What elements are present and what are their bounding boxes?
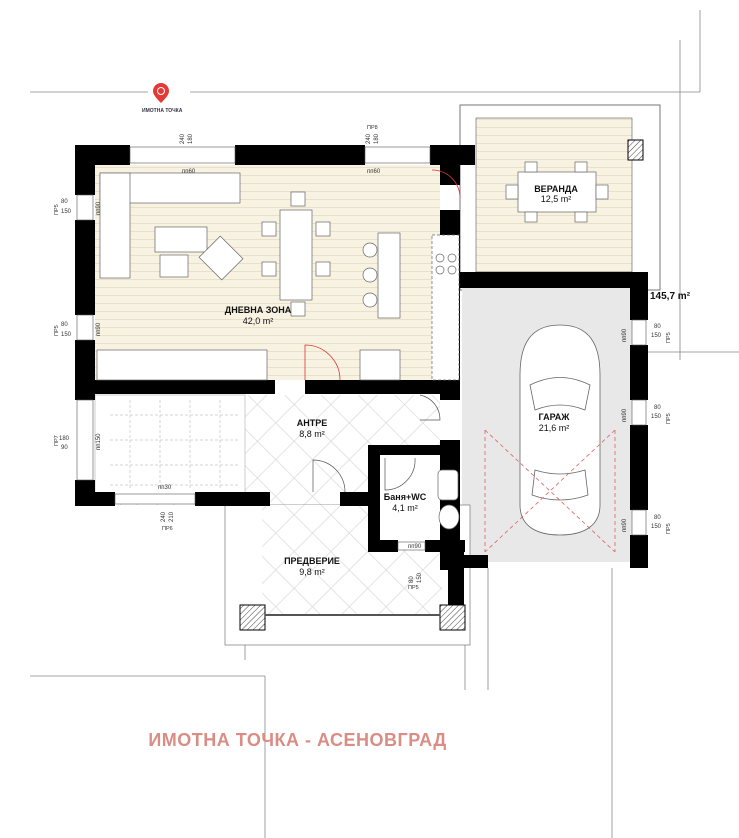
window-label: ПР5 bbox=[408, 585, 419, 591]
room-name-entrance: АНТРЕ bbox=[297, 418, 328, 428]
window-label: ПР6 bbox=[162, 526, 173, 532]
window-annotations: пп60 пп60 ПР8 240 180 240 180 ПР5 80 150… bbox=[54, 125, 672, 591]
sink bbox=[437, 469, 459, 501]
footer-watermark: ИМОТНА ТОЧКА - АСЕНОВГРАД bbox=[148, 730, 447, 750]
window-dim: 150 bbox=[651, 524, 662, 530]
armchair bbox=[198, 235, 244, 281]
doors bbox=[304, 169, 461, 381]
ottoman bbox=[159, 254, 189, 278]
logo-text: ИМОТНА ТОЧКА bbox=[142, 108, 183, 114]
parking-guide bbox=[484, 429, 616, 553]
column bbox=[627, 139, 644, 161]
window-sill: пп150 bbox=[96, 433, 102, 450]
window-dim: 80 bbox=[654, 515, 661, 521]
window-dim: 150 bbox=[651, 414, 662, 420]
window-sill: пп90 bbox=[622, 518, 628, 532]
window-dim: 150 bbox=[61, 209, 72, 215]
window-dim: 240 bbox=[366, 133, 372, 144]
windows bbox=[76, 146, 647, 551]
window-dim: 240 bbox=[180, 133, 186, 144]
room-name-garage: ГАРАЖ bbox=[539, 412, 571, 422]
room-area-vestibule: 9,8 m² bbox=[299, 567, 325, 577]
window-label: ПР5 bbox=[54, 204, 60, 215]
window-label: ПР5 bbox=[54, 325, 60, 336]
room-area-living: 42,0 m² bbox=[243, 316, 274, 326]
car-icon bbox=[519, 324, 601, 536]
column bbox=[239, 604, 266, 631]
window-dim: 240 bbox=[161, 511, 167, 522]
toilet bbox=[438, 504, 460, 530]
window-sill: пп90 bbox=[408, 544, 422, 550]
cabinet bbox=[96, 349, 268, 381]
total-area: 145,7 m² bbox=[650, 291, 691, 302]
room-area-entrance: 8,8 m² bbox=[299, 429, 325, 439]
window-dim: 150 bbox=[417, 572, 423, 583]
fridge bbox=[359, 349, 401, 381]
furniture bbox=[96, 161, 609, 530]
window-dim: 180 bbox=[188, 133, 194, 144]
window-sill: пп60 bbox=[182, 169, 196, 175]
window-dim: 80 bbox=[61, 322, 68, 328]
sofa-side bbox=[99, 172, 131, 279]
room-name-vestibule: ПРЕДВЕРИЕ bbox=[284, 556, 340, 566]
kitchen-island bbox=[377, 232, 401, 319]
stairs bbox=[94, 394, 246, 496]
veranda-table bbox=[517, 171, 597, 213]
stair-lines bbox=[110, 400, 240, 490]
window-label: ПР5 bbox=[666, 523, 672, 534]
window-dim: 180 bbox=[59, 436, 70, 442]
room-area-bathroom: 4,1 m² bbox=[392, 503, 418, 513]
room-name-bathroom: Баня+WC bbox=[384, 492, 427, 502]
window-dim: 80 bbox=[61, 199, 68, 205]
door-swings bbox=[312, 394, 441, 493]
window-dim: 180 bbox=[374, 133, 380, 144]
window-sill: пп30 bbox=[158, 485, 172, 491]
window-label: ПР5 bbox=[666, 332, 672, 343]
window-dim: 80 bbox=[654, 405, 661, 411]
room-area-garage: 21,6 m² bbox=[539, 423, 570, 433]
window-dim: 150 bbox=[61, 332, 72, 338]
window-dim: 90 bbox=[61, 445, 68, 451]
window-sill: пп90 bbox=[96, 201, 102, 215]
window-dim: 210 bbox=[169, 511, 175, 522]
dining-table bbox=[279, 209, 313, 301]
window-sill: пп90 bbox=[96, 322, 102, 336]
window-dim: 80 bbox=[409, 576, 415, 583]
column bbox=[439, 604, 466, 631]
window-label: ПР8 bbox=[367, 125, 378, 131]
coffee-table bbox=[154, 226, 208, 253]
room-name-living: ДНЕВНА ЗОНА bbox=[225, 305, 292, 315]
room-name-veranda: ВЕРАНДА bbox=[534, 184, 578, 194]
room-area-veranda: 12,5 m² bbox=[541, 194, 572, 204]
bathroom-floor bbox=[378, 452, 440, 548]
window-dim: 150 bbox=[651, 333, 662, 339]
window-label: ПР5 bbox=[666, 413, 672, 424]
window-sill: пп60 bbox=[367, 169, 381, 175]
window-label: ПР7 bbox=[54, 435, 60, 446]
window-sill: пп90 bbox=[622, 328, 628, 342]
logo-pin-icon bbox=[153, 83, 169, 103]
window-sill: пп90 bbox=[622, 408, 628, 422]
window-dim: 80 bbox=[654, 324, 661, 330]
